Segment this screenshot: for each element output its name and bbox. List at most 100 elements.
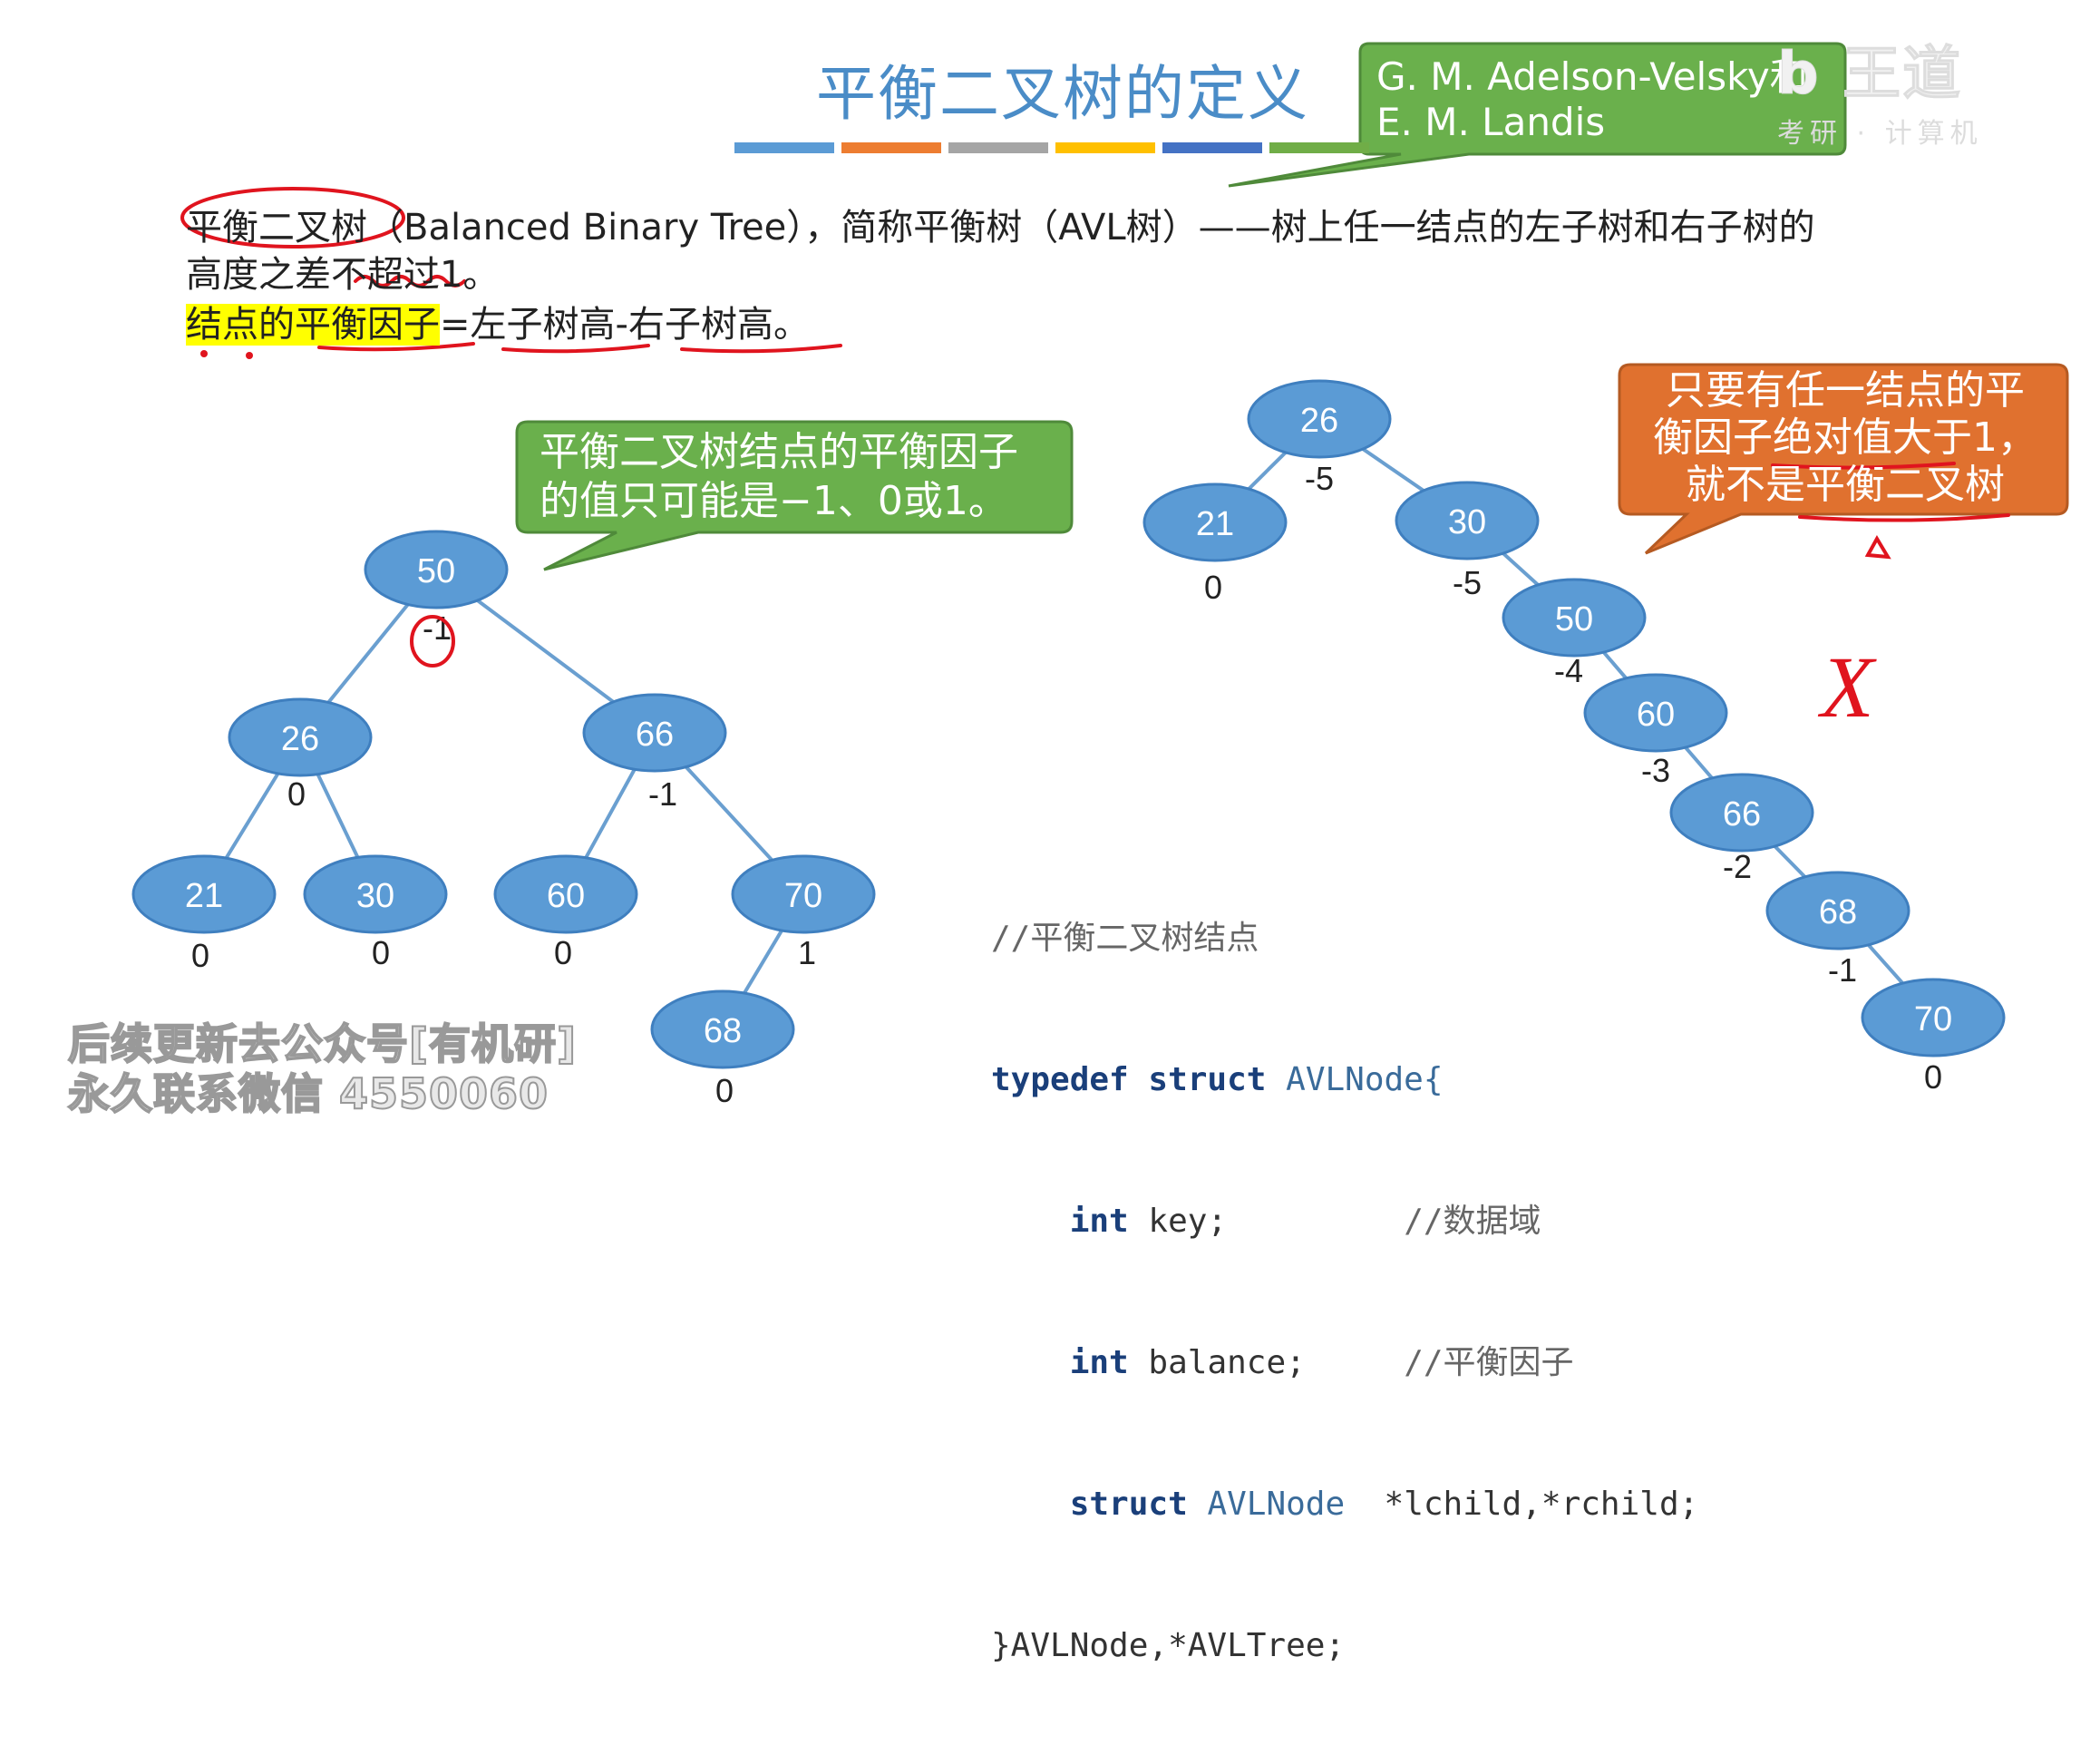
underline-right-height-mark — [680, 344, 842, 354]
definition-line-2: 高度之差不超过1。 — [186, 254, 500, 296]
left-tree-node-shape — [731, 854, 876, 934]
code-children: *lchild,*rchild; — [1384, 1486, 1699, 1523]
left-tree-node-26: 260 — [228, 697, 373, 813]
code-line-children: struct AVLNode *lchild,*rchild; — [991, 1481, 1699, 1528]
warning-callout-text: 只要有任一结点的平 衡因子绝对值大于1， 就不是平衡二叉树 — [1632, 367, 2058, 509]
left-tree-node-shape — [228, 697, 373, 777]
left-tree-node-shape — [650, 989, 795, 1069]
warning-callout-line-3: 就不是平衡二叉树 — [1686, 462, 2005, 508]
warning-callout-line-2: 衡因子绝对值大于1， — [1653, 414, 2037, 461]
code-line-balance: int balance; //平衡因子 — [991, 1340, 1698, 1387]
code-line-key: int key; //数据域 — [991, 1198, 1698, 1245]
left-tree-node-21: 21 0 — [131, 854, 277, 974]
left-tree-balance-label: -1 — [423, 609, 452, 647]
right-tree-balance-label: -1 — [1828, 951, 1857, 989]
left-tree-node-label: 30 — [356, 877, 394, 915]
right-tree-node-shape — [1247, 379, 1392, 459]
right-tree-balance-label: -5 — [1453, 564, 1482, 601]
right-tree-node-label: 21 — [1196, 505, 1234, 543]
left-tree-node-label: 68 — [704, 1012, 742, 1050]
right-tree-node-label: 26 — [1300, 402, 1338, 440]
left-tree-node-shape — [131, 854, 277, 934]
term-circle-mark — [180, 187, 405, 249]
authors-callout-text: G. M. Adelson-Velsky和 E. M. Landis — [1376, 54, 1808, 145]
right-tree-node-68: 68 -1 — [1765, 871, 1910, 989]
code-type-name: AVLNode{ — [1286, 1061, 1444, 1098]
balance-circle-mark — [410, 615, 455, 668]
watermark-line-1: 后续更新去公众号[有机研] — [67, 1018, 578, 1069]
right-tree-balance-label: -3 — [1641, 752, 1670, 789]
right-tree-node-label: 70 — [1914, 1000, 1952, 1038]
right-tree-node-shape — [1669, 773, 1814, 853]
code-line-typedef: typedef struct AVLNode{ — [991, 1057, 1698, 1104]
code-field-key: key; — [1148, 1203, 1228, 1240]
title-color-bar — [841, 142, 941, 153]
left-tree-balance-label: -1 — [648, 775, 677, 813]
right-tree-node-60: 60-3 — [1583, 673, 1728, 789]
left-tree-node-30: 30 0 — [303, 854, 448, 971]
channel-logo: b 王道 考研 · 计算机 — [1777, 27, 1983, 151]
authors-line-1: G. M. Adelson-Velsky和 — [1376, 54, 1808, 99]
right-tree-node-shape — [1395, 481, 1540, 560]
right-tree-node-21: 21 0 — [1142, 482, 1288, 606]
right-tree-node-30: 30 -5 — [1395, 481, 1540, 601]
handwritten-annotations — [180, 187, 2010, 668]
code-closing-line: }AVLNode,*AVLTree; — [991, 1627, 1346, 1664]
left-tree-balance-label: 0 — [372, 934, 390, 971]
left-tree-node-label: 21 — [185, 877, 223, 915]
balance-callout-line-2: 的值只可能是−1、0或1。 — [540, 478, 1008, 524]
kw-struct: struct — [1148, 1061, 1267, 1098]
kw-typedef: typedef — [991, 1061, 1129, 1098]
kw-struct-2: struct — [1069, 1486, 1188, 1523]
right-tree-node-label: 50 — [1555, 600, 1593, 638]
left-tree-node-70: 701 — [731, 854, 876, 971]
balance-factor-formula: =左子树高-右子树高。 — [440, 304, 810, 346]
title-color-bar — [1162, 142, 1262, 153]
right-tree-node-shape — [1502, 578, 1647, 658]
definition-rest: （Balanced Binary Tree），简称平衡树（AVL树）——树上任一… — [367, 207, 1815, 249]
kw-int: int — [1069, 1203, 1129, 1240]
wavy-underline-mark — [354, 275, 466, 288]
right-tree-node-label: 68 — [1819, 893, 1857, 931]
title-color-bar — [948, 142, 1048, 153]
right-tree-node-shape — [1142, 482, 1288, 562]
definition-term: 平衡二叉树 — [186, 207, 367, 249]
code-comment-line: //平衡二叉树结点 — [991, 920, 1259, 957]
code-comment-key: //数据域 — [1404, 1203, 1541, 1240]
underline-factor-mark — [317, 342, 475, 352]
left-tree-node-label: 50 — [417, 552, 455, 590]
left-tree-balance-label: 0 — [287, 775, 306, 813]
annotation-dots — [200, 350, 253, 359]
left-tree-balance-label: 0 — [715, 1072, 734, 1109]
right-tree-balance-label: 0 — [1204, 569, 1222, 606]
left-tree-node-68: 68 0 — [650, 989, 795, 1109]
code-struct-type: AVLNode — [1207, 1486, 1346, 1523]
right-tree-node-26: 26 -5 — [1247, 379, 1392, 497]
not-avl-x-mark: X — [1817, 638, 1877, 736]
right-tree-node-shape — [1583, 673, 1728, 753]
left-tree-node-shape — [582, 693, 727, 773]
title-color-bar — [734, 142, 834, 153]
watermark-line-2: 永久联系微信 4550060 — [67, 1068, 549, 1119]
left-tree-balance-label: 0 — [554, 934, 572, 971]
right-tree-node-50: 50-4 — [1502, 578, 1647, 689]
underline-left-height-mark — [501, 344, 650, 354]
left-tree-balance-label: 0 — [191, 937, 209, 974]
code-comment-balance: //平衡因子 — [1404, 1344, 1574, 1381]
authors-line-2: E. M. Landis — [1376, 100, 1606, 144]
right-tree-balance-label: -5 — [1305, 460, 1334, 497]
page-title: 平衡二叉树的定义 — [816, 59, 1309, 129]
right-tree-node-label: 30 — [1448, 503, 1486, 541]
kw-int-2: int — [1069, 1344, 1129, 1381]
authors-callout-bubble — [1228, 42, 1847, 188]
logo-subtitle: 考研 · 计算机 — [1777, 118, 1983, 150]
left-tree-node-shape — [364, 530, 509, 609]
left-tree-node-label: 70 — [784, 877, 822, 915]
right-tree-node-shape — [1861, 978, 2006, 1057]
right-tree-node-label: 66 — [1723, 795, 1761, 833]
right-tree-node-66: 66-2 — [1669, 773, 1814, 885]
title-color-bar — [1269, 142, 1369, 153]
balance-callout-line-1: 平衡二叉树结点的平衡因子 — [540, 429, 1018, 475]
